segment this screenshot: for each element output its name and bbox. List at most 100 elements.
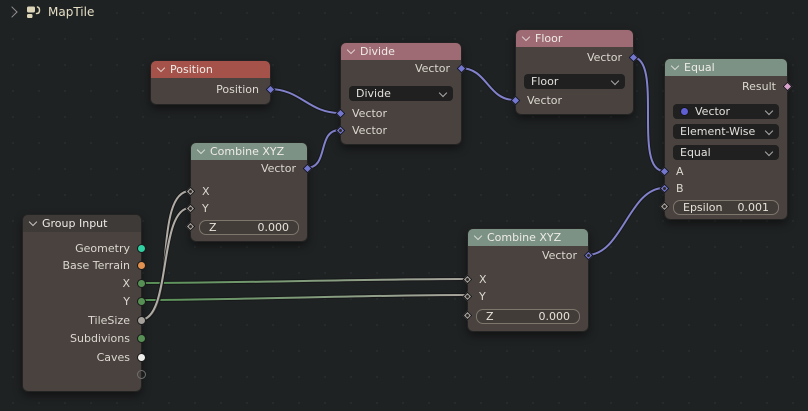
equal-a-socket[interactable] [659,166,670,177]
divide-input1-socket[interactable] [335,108,346,119]
output-label: Vector [586,51,622,64]
field-label: Epsilon [683,200,723,214]
combine-top-output-socket[interactable] [302,163,313,174]
chevron-down-icon [610,76,620,85]
node-divide-header[interactable]: Divide [341,43,461,60]
node-title: Group Input [42,217,108,230]
socket-row: Vector [335,105,461,122]
socket-row: Y [462,288,588,305]
socket-row: Vector [468,247,594,264]
divide-input2-socket[interactable] [335,125,346,136]
equal-operation-dropdown[interactable]: Equal [673,145,779,160]
equal-epsilon-socket[interactable] [659,201,670,212]
socket-row: Position [151,81,276,98]
node-title: Combine XYZ [210,145,285,158]
group-input-subdivions-socket[interactable] [137,334,146,343]
output-label: Vector [541,249,577,262]
combine-bottom-z-field[interactable]: Z 0.000 [476,309,580,324]
node-floor[interactable]: Floor Vector Floor Vector [510,29,639,115]
socket-row: Caves [23,349,146,366]
node-equal[interactable]: Equal Result Vector Element-Wise Equal A… [659,58,793,220]
output-label: Position [216,83,259,96]
chevron-down-icon [764,106,774,115]
collapse-chevron-icon[interactable] [156,63,166,73]
combine-top-z-socket[interactable] [185,221,196,232]
divide-operation-dropdown[interactable]: Divide [349,86,453,101]
equal-b-socket[interactable] [659,183,670,194]
output-label: Y [123,295,130,308]
vector-type-icon [680,107,689,116]
floor-operation-dropdown[interactable]: Floor [524,74,625,89]
dropdown-value: Divide [356,87,391,100]
socket-row: Vector [341,60,467,77]
node-position-header[interactable]: Position [151,61,270,78]
combine-top-x-socket[interactable] [185,186,196,197]
node-title: Floor [535,32,563,45]
output-label: Vector [414,62,450,75]
group-input-x-socket[interactable] [137,279,146,288]
wire-tilesize-to-combinetop-x [138,189,192,322]
divide-output-socket[interactable] [456,63,467,74]
wire-floor-to-equal-a [630,55,666,173]
output-label: Vector [260,162,296,175]
group-input-virtual-socket[interactable] [137,370,146,379]
collapse-chevron-icon[interactable] [28,217,38,227]
node-combine-top-header[interactable]: Combine XYZ [191,143,307,160]
wire-position-to-divide [267,87,342,115]
geometry-nodes-icon [27,6,41,18]
position-output-socket[interactable] [265,84,276,95]
node-group-input[interactable]: Group Input Geometry Base Terrain X Y Ti… [22,214,146,392]
floor-input-socket[interactable] [510,95,521,106]
socket-row: Vector [191,160,313,177]
equal-epsilon-field[interactable]: Epsilon 0.001 [673,200,779,215]
node-equal-header[interactable]: Equal [665,59,787,76]
socket-row: X [185,183,307,200]
field-label: Z [486,309,494,323]
output-label: Base Terrain [62,259,130,272]
wire-groupinput-y-to-combinebottom-y [138,293,469,302]
node-combine-xyz-bottom[interactable]: Combine XYZ Vector X Y Z 0.000 [462,228,594,332]
node-title: Position [170,63,213,76]
socket-row: Subdivions [23,330,146,347]
output-label: Caves [96,351,130,364]
input-label: Y [202,202,209,215]
socket-row: Y [23,293,146,310]
group-input-caves-socket[interactable] [137,353,146,362]
input-label: X [202,185,210,198]
collapse-chevron-icon[interactable] [521,32,531,42]
group-input-tilesize-socket[interactable] [137,316,146,325]
node-combine-bottom-header[interactable]: Combine XYZ [468,229,588,246]
equal-result-socket[interactable] [782,81,793,92]
floor-output-socket[interactable] [628,52,639,63]
collapse-chevron-icon[interactable] [346,45,356,55]
equal-datatype-dropdown[interactable]: Vector [673,104,779,119]
combine-bottom-y-socket[interactable] [462,291,473,302]
input-label: B [676,182,684,195]
node-floor-header[interactable]: Floor [516,30,633,47]
combine-bottom-z-socket[interactable] [462,310,473,321]
socket-row: A [659,163,787,180]
group-input-y-socket[interactable] [137,297,146,306]
collapse-chevron-icon[interactable] [196,145,206,155]
node-position[interactable]: Position Position [150,60,276,105]
node-divide[interactable]: Divide Vector Divide Vector Vector [335,42,467,145]
group-input-base-terrain-socket[interactable] [137,261,146,270]
collapse-chevron-icon[interactable] [473,231,483,241]
node-combine-xyz-top[interactable]: Combine XYZ Vector X Y Z 0.000 [185,142,313,242]
equal-mode-dropdown[interactable]: Element-Wise [673,124,779,139]
group-input-geometry-socket[interactable] [137,244,146,253]
node-group-input-header[interactable]: Group Input [23,215,141,232]
combine-bottom-output-socket[interactable] [583,250,594,261]
collapse-chevron-icon[interactable] [670,61,680,71]
node-title: Equal [684,61,715,74]
wire-combinebottom-to-equal-b [585,186,666,257]
breadcrumb-expand-icon[interactable] [6,6,18,18]
combine-bottom-x-socket[interactable] [462,274,473,285]
wire-divide-to-floor [458,66,517,102]
output-label: Subdivions [70,332,130,345]
output-label: TileSize [88,314,130,327]
combine-top-y-socket[interactable] [185,203,196,214]
chevron-down-icon [764,126,774,135]
combine-top-z-field[interactable]: Z 0.000 [199,220,299,235]
